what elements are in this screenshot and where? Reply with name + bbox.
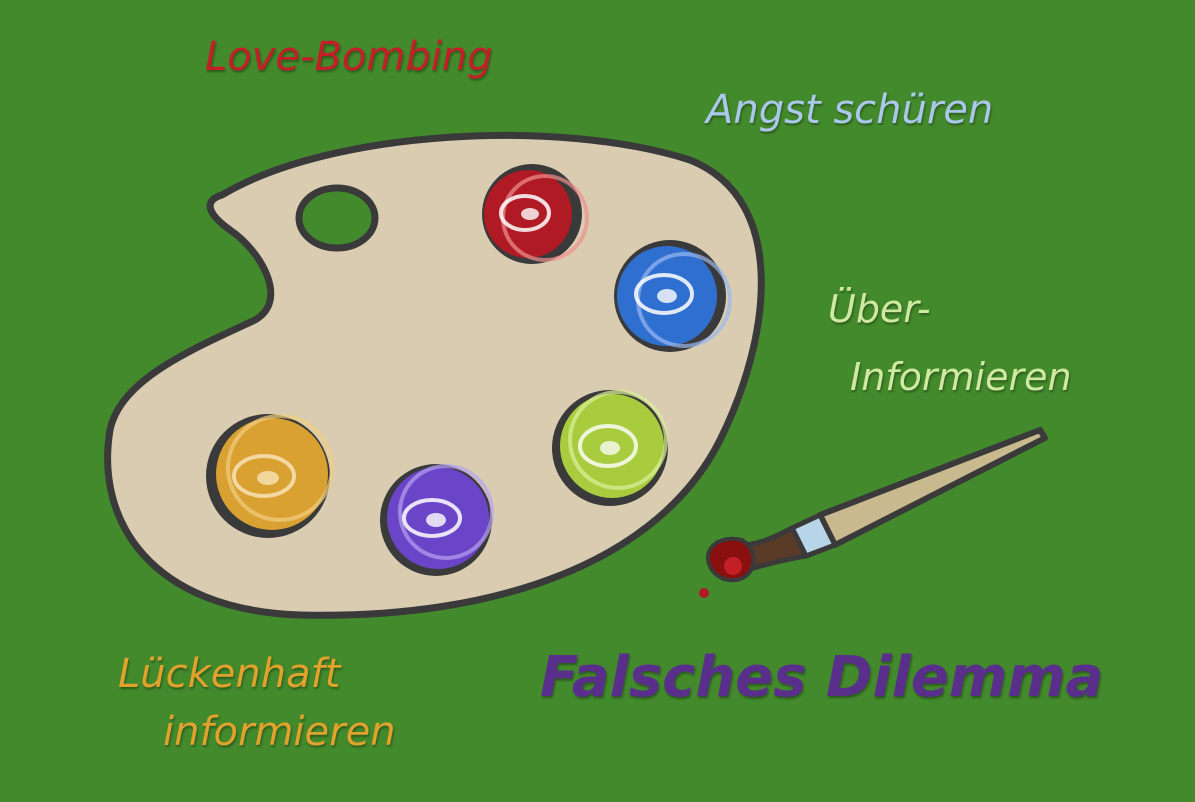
paintbrush-icon [699,427,1048,598]
paint-blob-orange [206,414,334,538]
paint-blob-purple [380,464,494,576]
label-falsches-dilemma: Falsches Dilemma [540,645,1104,710]
paint-blob-blue [614,240,732,352]
label-ueber-informieren-line2: Informieren [850,355,1072,399]
paint-blob-red [482,164,589,264]
label-lueckenhaft-line1: Lückenhaft [118,651,341,697]
paint-palette-icon [104,131,765,619]
label-lueckenhaft-line2: informieren [163,709,396,755]
label-love-bombing: Love-Bombing [205,34,493,80]
label-angst-schueren: Angst schüren [706,87,994,133]
thumb-hole [295,184,379,252]
paint-blob-yellow-green [552,390,668,506]
label-ueber-informieren-line1: Über- [828,287,931,331]
